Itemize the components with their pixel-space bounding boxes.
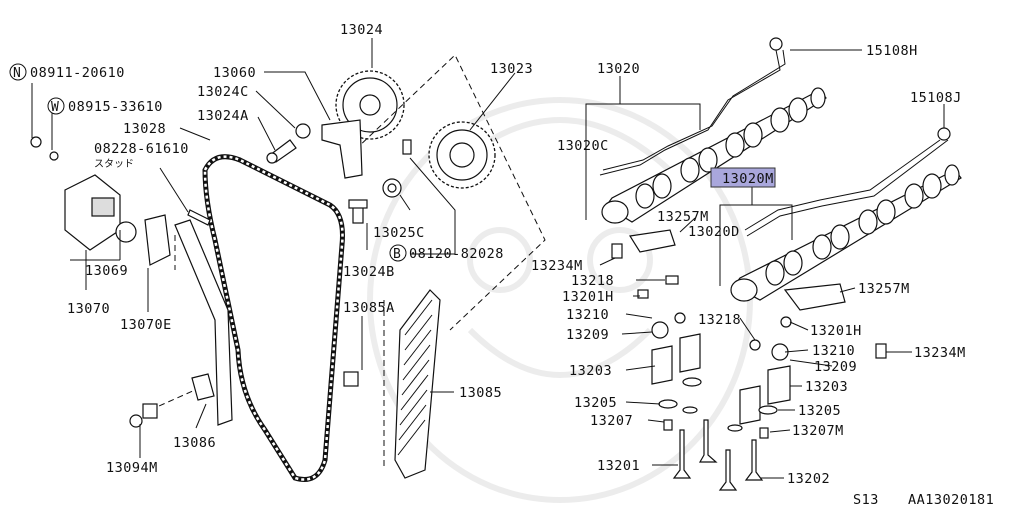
label-13069[interactable]: 13069 <box>85 263 128 279</box>
label-13020[interactable]: 13020 <box>597 61 640 77</box>
cam-sprocket-13023[interactable] <box>428 121 496 189</box>
label-13207[interactable]: 13207 <box>590 413 633 429</box>
label-13020d[interactable]: 13020D <box>688 224 740 240</box>
label-13094m[interactable]: 13094M <box>106 460 158 476</box>
slack-guide-dashed-lines <box>149 235 196 411</box>
label-13234m-left[interactable]: 13234M <box>531 258 583 274</box>
label-13086[interactable]: 13086 <box>173 435 216 451</box>
label-08911-20610[interactable]: 08911-20610 <box>30 65 125 81</box>
camshaft-upper[interactable] <box>601 87 827 224</box>
oil-pipe-15108h[interactable] <box>599 37 786 176</box>
bolt-13094m[interactable] <box>129 403 158 428</box>
label-13024a[interactable]: 13024A <box>197 108 249 124</box>
label-13201h-left[interactable]: 13201H <box>562 289 614 305</box>
label-08915-33610[interactable]: 08915-33610 <box>68 99 163 115</box>
camshaft-lower[interactable] <box>730 164 962 302</box>
label-13210-right[interactable]: 13210 <box>812 343 855 359</box>
label-13209-left[interactable]: 13209 <box>566 327 609 343</box>
label-15108h[interactable]: 15108H <box>866 43 918 59</box>
label-13024b[interactable]: 13024B <box>343 264 395 280</box>
label-13257m-right[interactable]: 13257M <box>858 281 910 297</box>
label-13257m-upper[interactable]: 13257M <box>657 209 709 225</box>
label-13060[interactable]: 13060 <box>213 65 256 81</box>
label-13234m-right[interactable]: 13234M <box>914 345 966 361</box>
highlight-13020m <box>710 167 776 188</box>
bolt-08120[interactable] <box>402 139 412 155</box>
label-13205-right[interactable]: 13205 <box>798 403 841 419</box>
prefix-w: W <box>51 100 59 115</box>
footer-model-code: S13 <box>853 492 879 508</box>
label-13085a[interactable]: 13085A <box>343 300 395 316</box>
circled-prefixes: N W B <box>9 63 407 262</box>
timing-chain-13028[interactable] <box>202 154 345 482</box>
oil-pipe-15108j[interactable] <box>744 127 951 237</box>
bolt-13085a[interactable] <box>343 371 359 387</box>
label-13085[interactable]: 13085 <box>459 385 502 401</box>
bolt-13024b[interactable] <box>348 199 368 224</box>
label-13020c[interactable]: 13020C <box>557 138 609 154</box>
label-13024c[interactable]: 13024C <box>197 84 249 100</box>
washer-13024c[interactable] <box>295 123 311 139</box>
valve-train-right[interactable] <box>718 283 887 491</box>
label-13201[interactable]: 13201 <box>597 458 640 474</box>
washer-08915[interactable] <box>49 151 59 161</box>
label-08120-82028[interactable]: 08120-82028 <box>409 246 504 262</box>
footer-diagram-ref: AA13020181 <box>908 492 994 508</box>
label-13024[interactable]: 13024 <box>340 22 383 38</box>
label-13070e[interactable]: 13070E <box>120 317 172 333</box>
label-13209-right[interactable]: 13209 <box>814 359 857 375</box>
label-08228-61610[interactable]: 08228-61610 <box>94 141 189 157</box>
label-13218-left[interactable]: 13218 <box>571 273 614 289</box>
label-13020m[interactable]: 13020M <box>722 171 774 187</box>
assembly-dashed-outline <box>354 54 546 331</box>
label-13070[interactable]: 13070 <box>67 301 110 317</box>
washer-13025c[interactable] <box>382 178 402 198</box>
slack-guide-13086[interactable] <box>174 219 233 426</box>
label-13023[interactable]: 13023 <box>490 61 533 77</box>
chain-tensioner-13070[interactable] <box>64 174 171 266</box>
chain-guide-13085[interactable] <box>394 289 441 479</box>
prefix-n: N <box>13 66 21 81</box>
label-13207m[interactable]: 13207M <box>792 423 844 439</box>
label-13202[interactable]: 13202 <box>787 471 830 487</box>
bracket-13060[interactable] <box>321 119 363 179</box>
label-13025c[interactable]: 13025C <box>373 225 425 241</box>
label-13218-right[interactable]: 13218 <box>698 312 741 328</box>
label-13210-left[interactable]: 13210 <box>566 307 609 323</box>
bolt-13024a[interactable] <box>266 139 297 164</box>
label-13028[interactable]: 13028 <box>123 121 166 137</box>
label-13203-left[interactable]: 13203 <box>569 363 612 379</box>
label-13201h-right[interactable]: 13201H <box>810 323 862 339</box>
label-stud-jp: スタッド <box>94 158 134 170</box>
prefix-b: B <box>393 247 401 262</box>
label-15108j[interactable]: 15108J <box>910 90 962 106</box>
nut-08911[interactable] <box>30 136 42 148</box>
label-13205-left[interactable]: 13205 <box>574 395 617 411</box>
leader-lines <box>31 38 945 479</box>
part-labels[interactable]: 13024 13023 13020 15108H 15108J 13060 13… <box>30 22 966 487</box>
valve-train-left[interactable] <box>611 229 718 479</box>
stud-08228[interactable] <box>187 209 211 226</box>
label-13203-right[interactable]: 13203 <box>805 379 848 395</box>
